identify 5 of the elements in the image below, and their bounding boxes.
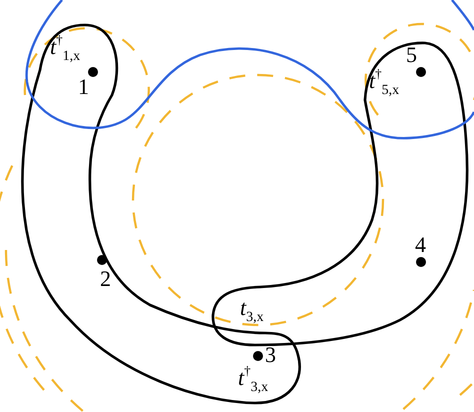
point-number: 5 — [406, 44, 417, 66]
point-number: 1 — [78, 76, 89, 98]
point-number: 4 — [415, 234, 426, 256]
point-number: 2 — [100, 268, 111, 290]
point-number: 3 — [265, 344, 276, 366]
